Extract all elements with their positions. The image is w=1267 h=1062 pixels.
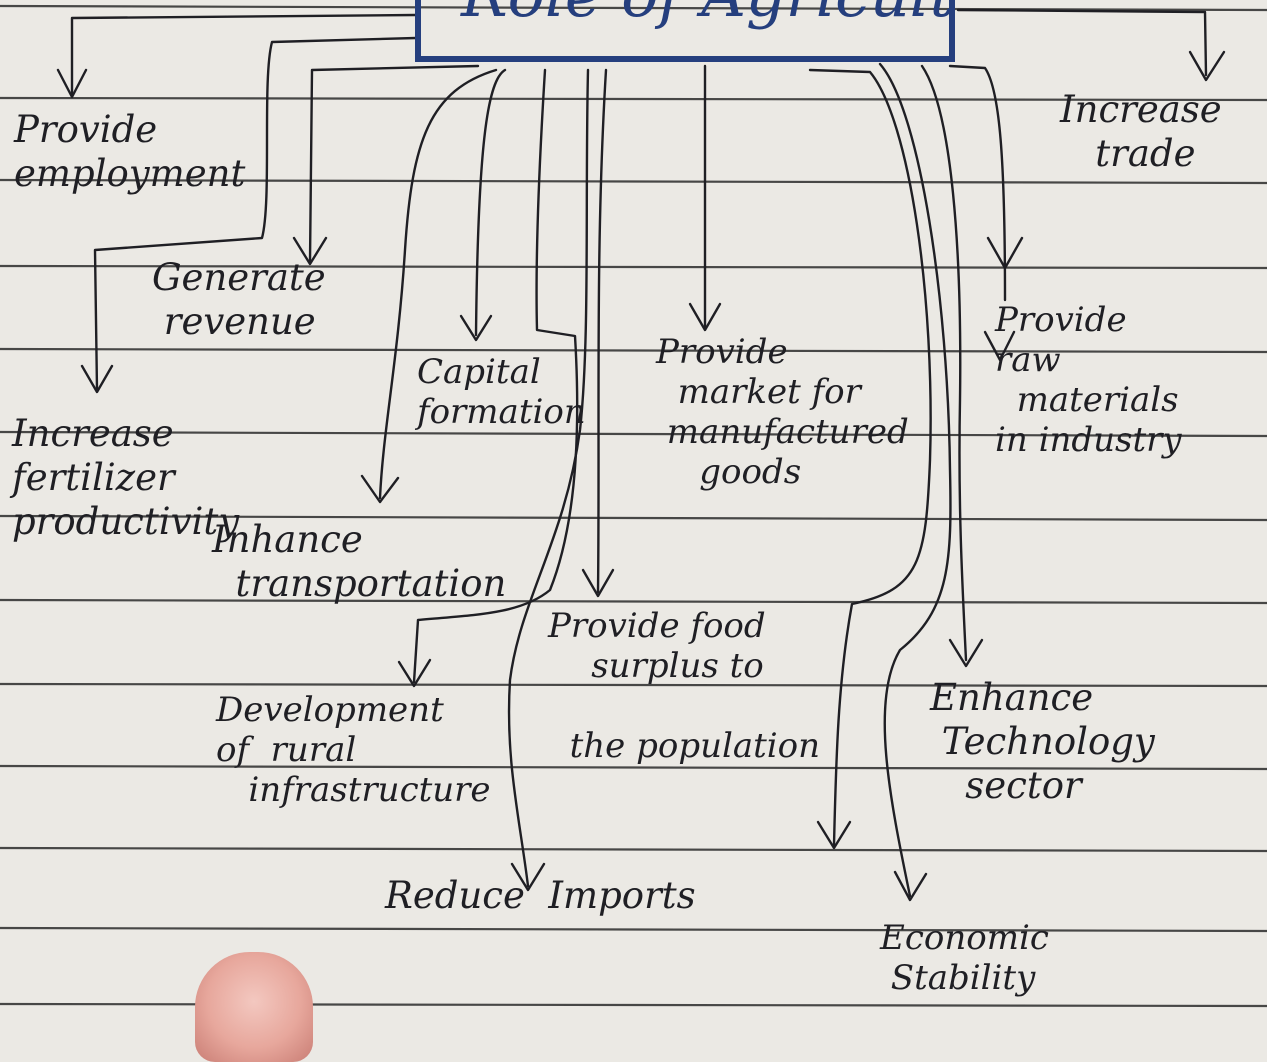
node-enhance-technology: Enhance Technology sector <box>930 676 1155 807</box>
arrow-to-economy-mid <box>808 68 932 847</box>
arrow-to-rural-head <box>397 658 432 688</box>
node-inhance-transportation: Inhance transportation <box>212 518 507 605</box>
arrow-to-technology-head <box>948 638 984 668</box>
ruled-lines <box>0 4 1267 1008</box>
arrow-to-food <box>596 68 608 594</box>
node-provide-food-surplus: Provide food surplus to the population <box>548 606 821 766</box>
node-increase-fertilizer: Increase fertilizer productivity <box>12 412 240 543</box>
node-generate-revenue: Generate revenue <box>152 256 326 343</box>
node-capital-formation: Capital formation <box>417 352 586 432</box>
arrow-to-capital <box>474 68 507 337</box>
node-provide-raw-materials: Provide raw materials in industry <box>995 300 1182 460</box>
arrow-to-rural <box>412 68 579 684</box>
arrow-to-technology <box>920 64 968 662</box>
thumb-photo <box>195 952 313 1062</box>
arrow-to-imports-head <box>510 862 546 892</box>
arrow-to-employment-head <box>56 68 88 99</box>
arrow-to-transport-head <box>360 474 400 504</box>
arrow-to-economy-mid-head <box>816 820 852 850</box>
node-increase-trade: Increase trade <box>1060 88 1222 175</box>
arrow-to-employment <box>70 13 417 97</box>
arrow-to-raw <box>948 64 1007 302</box>
node-economic-stability: Economic Stability <box>880 918 1049 998</box>
arrow-to-trade <box>956 8 1208 77</box>
arrow-to-raw-head-2 <box>983 330 1016 362</box>
arrow-to-trade-head <box>1188 50 1226 82</box>
page-title: Role of Agriculture <box>461 0 949 31</box>
title-box: Role of Agriculture <box>415 0 955 62</box>
arrow-to-revenue-head <box>292 236 328 266</box>
node-rural-infrastructure: Development of rural infrastructure <box>216 690 491 810</box>
arrow-to-imports <box>507 68 590 888</box>
arrow-to-revenue <box>308 64 480 264</box>
arrow-to-food-head <box>581 568 615 598</box>
arrow-to-raw-head <box>986 236 1024 270</box>
node-reduce-imports: Reduce Imports <box>385 874 696 917</box>
node-provide-employment: Provide employment <box>14 108 246 195</box>
node-provide-market: Provide market for manufactured goods <box>656 332 909 492</box>
arrow-to-fertilizer <box>93 36 418 392</box>
arrow-to-fertilizer-head <box>80 364 114 394</box>
notebook-page <box>0 4 1267 1008</box>
arrow-to-stability-head <box>893 870 928 902</box>
arrow-to-market-head <box>688 302 722 332</box>
arrow-to-transport <box>378 68 498 500</box>
connector-arrows <box>56 8 1226 902</box>
arrow-to-capital-head <box>459 314 493 342</box>
arrow-to-stability <box>878 62 952 898</box>
